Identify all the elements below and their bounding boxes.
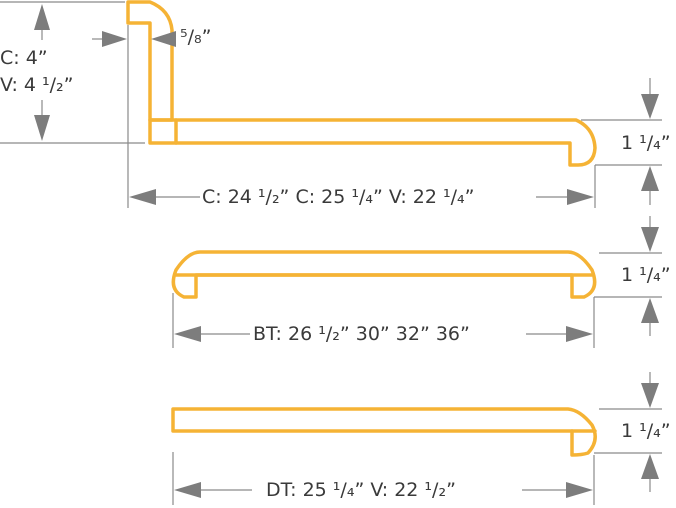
arrow-up-icon — [641, 298, 659, 323]
arrow-left-icon — [174, 482, 201, 498]
thickness-label: ⁵/₈” — [180, 26, 212, 48]
middle-width-label: BT: 26 ¹/₂” 30” 32” 36” — [251, 323, 472, 345]
top-depth-dimension — [581, 78, 662, 205]
top-profile-tread — [148, 118, 597, 167]
arrow-right-icon — [102, 31, 127, 47]
arrow-left-icon — [129, 189, 156, 205]
top-height-label-c: C: 4” — [0, 47, 48, 69]
arrow-left-icon — [151, 31, 176, 47]
arrow-right-icon — [567, 189, 594, 205]
top-depth-label: 1 ¹/₄” — [621, 132, 671, 154]
thickness-dimension — [92, 25, 176, 208]
bottom-width-label: DT: 25 ¹/₄” V: 22 ¹/₂” — [262, 481, 460, 500]
arrow-up-icon — [641, 166, 659, 191]
middle-width-dimension — [172, 293, 595, 348]
arrow-down-icon — [641, 383, 659, 408]
top-height-label-v: V: 4 ¹/₂” — [0, 74, 74, 96]
bottom-width-dimension — [172, 452, 595, 505]
arrow-up-icon — [34, 4, 50, 30]
arrow-down-icon — [34, 115, 50, 141]
bottom-depth-label: 1 ¹/₄” — [621, 420, 671, 442]
arrow-down-icon — [641, 227, 659, 252]
top-width-label: C: 24 ¹/₂” C: 25 ¹/₄” V: 22 ¹/₄” — [200, 186, 477, 208]
arrow-up-icon — [641, 454, 659, 479]
arrow-right-icon — [566, 482, 593, 498]
top-height-dimension — [0, 1, 145, 144]
middle-depth-dimension — [594, 216, 662, 336]
arrow-down-icon — [641, 94, 659, 119]
arrow-right-icon — [566, 326, 593, 342]
arrow-left-icon — [174, 326, 201, 342]
bottom-profile — [171, 407, 597, 457]
middle-profile — [171, 250, 597, 299]
top-width-dimension — [129, 165, 596, 208]
top-profile — [126, 0, 597, 167]
bottom-depth-dimension — [594, 372, 662, 492]
bottom-profile-outline — [171, 407, 597, 457]
top-profile-vertical-cap — [126, 0, 174, 122]
middle-depth-label: 1 ¹/₄” — [621, 264, 671, 286]
